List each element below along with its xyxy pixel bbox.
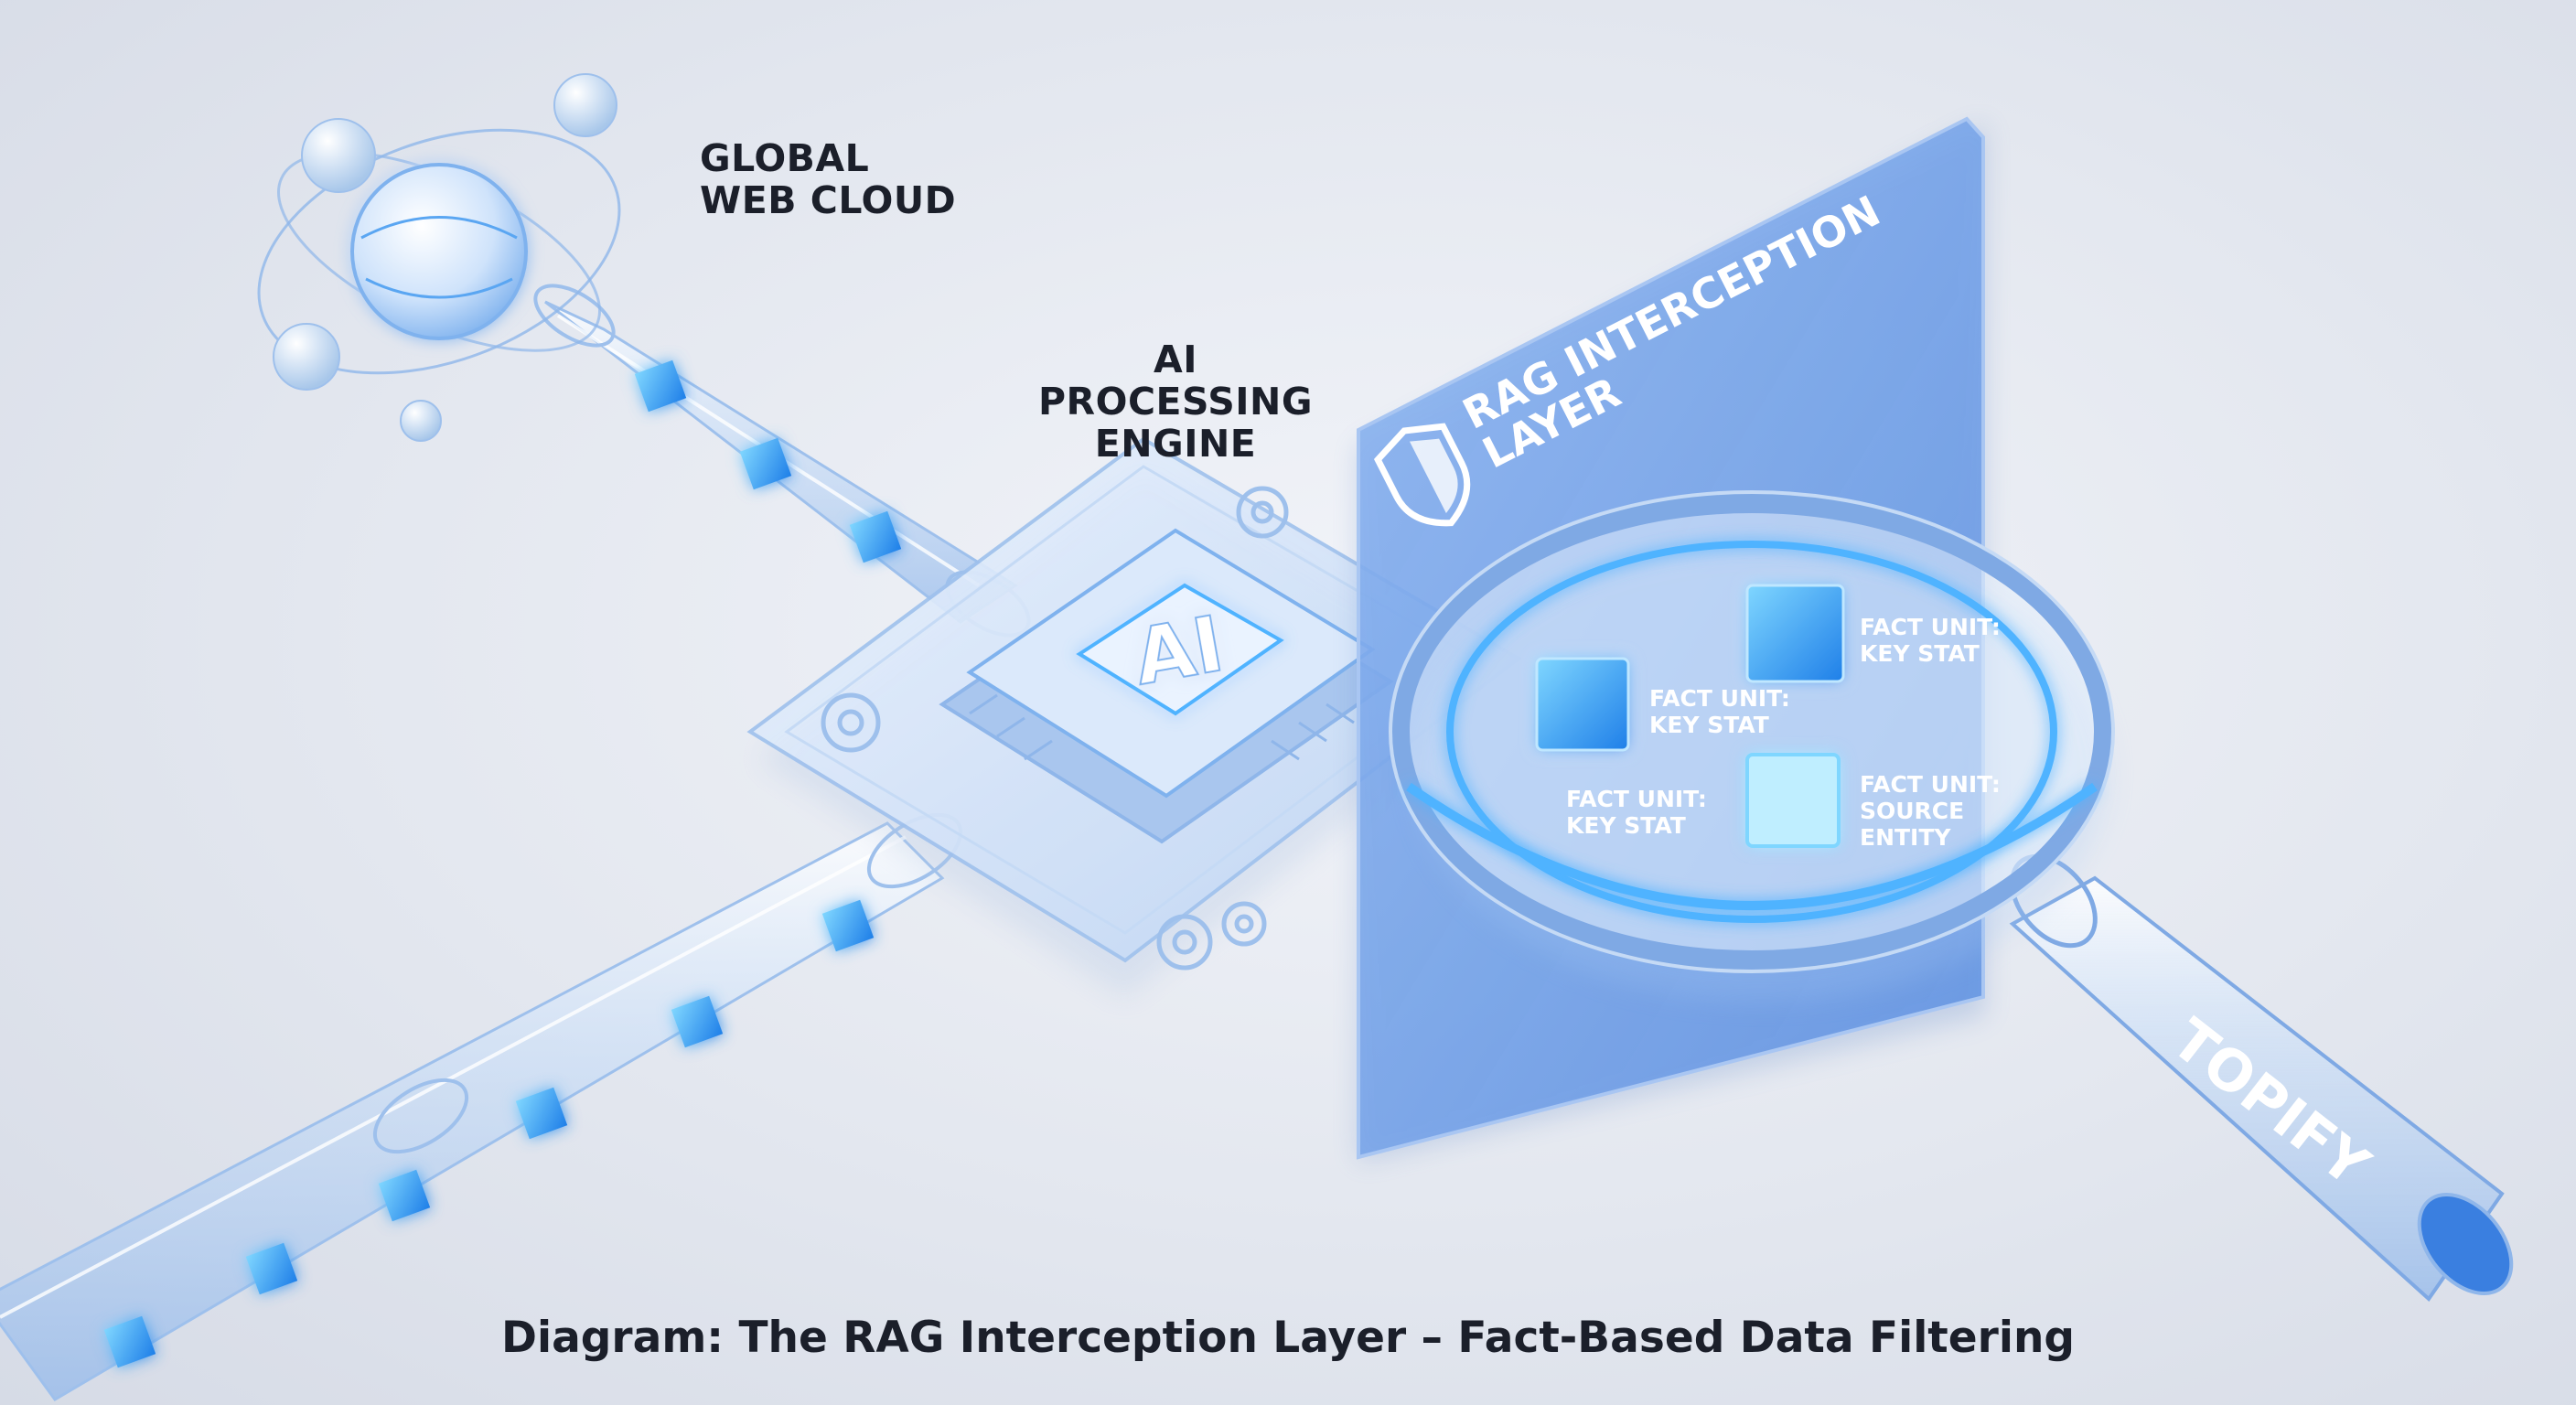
gear-icon xyxy=(1221,901,1267,947)
data-cube-icon xyxy=(1745,584,1845,683)
bubble-icon xyxy=(301,118,376,193)
fact-label-3-line1: FACT UNIT: xyxy=(1566,786,1707,812)
global-web-cloud-label-line1: GLOBAL xyxy=(700,136,870,180)
fact-cube-1 xyxy=(1535,657,1630,752)
tube-lower xyxy=(0,812,963,1401)
chip-label: AI xyxy=(1128,599,1230,702)
data-cube-icon xyxy=(378,1169,431,1222)
shield-icon xyxy=(1373,423,1471,527)
global-web-cloud-label: GLOBAL WEB CLOUD xyxy=(700,137,956,221)
fact-label-4-line2: SOURCE xyxy=(1860,798,1964,824)
fact-label-1-line1: FACT UNIT: xyxy=(1649,685,1790,712)
magnifier-icon: TOPIFY FACT UNIT: KEY STAT FACT UNIT: KE… xyxy=(1389,490,2514,1303)
fact-label-1-line2: KEY STAT xyxy=(1649,712,1769,738)
data-cube-icon xyxy=(739,437,792,490)
data-cubes-upper xyxy=(634,359,902,563)
data-cube-icon xyxy=(1535,657,1630,752)
bubble-icon xyxy=(273,323,340,391)
fact-label-4: FACT UNIT: SOURCE ENTITY xyxy=(1860,771,2009,851)
globe-icon xyxy=(257,73,621,442)
bubble-icon xyxy=(400,400,442,442)
fact-cube-2 xyxy=(1745,584,1845,683)
fact-cube-3 xyxy=(1745,753,1841,848)
gear-icon xyxy=(821,692,881,753)
fact-label-4-line1: FACT UNIT: xyxy=(1860,771,2001,798)
data-cube-icon xyxy=(245,1242,298,1295)
fact-label-2: FACT UNIT: KEY STAT xyxy=(1860,614,2009,667)
data-cube-icon xyxy=(849,510,902,563)
data-cube-icon xyxy=(1745,753,1841,848)
global-web-cloud-label-line2: WEB CLOUD xyxy=(700,178,957,222)
fact-label-2-line1: FACT UNIT: xyxy=(1860,614,2001,640)
gear-icon xyxy=(1156,914,1213,971)
fact-label-2-line2: KEY STAT xyxy=(1860,640,1980,667)
bubble-icon xyxy=(553,73,617,137)
data-cube-icon xyxy=(671,995,724,1048)
fact-label-4-line3: ENTITY xyxy=(1860,824,1951,851)
fact-label-1: FACT UNIT: KEY STAT xyxy=(1649,685,1798,738)
chip-icon: AI xyxy=(939,528,1394,844)
data-cube-icon xyxy=(821,899,875,952)
fact-label-3-line2: KEY STAT xyxy=(1566,812,1686,839)
data-cube-icon xyxy=(103,1315,156,1368)
data-cube-icon xyxy=(634,359,687,413)
ai-processing-engine-label-line2: ENGINE xyxy=(1094,422,1257,466)
fact-label-3: FACT UNIT: KEY STAT xyxy=(1566,786,1715,839)
ai-processing-engine-label: AI PROCESSING ENGINE xyxy=(1025,338,1326,465)
data-cubes-lower xyxy=(103,899,875,1368)
data-cube-icon xyxy=(515,1087,568,1140)
gear-icon xyxy=(1236,486,1289,539)
ai-processing-engine-label-line1: AI PROCESSING xyxy=(1037,338,1313,424)
diagram-caption: Diagram: The RAG Interception Layer – Fa… xyxy=(500,1313,2076,1363)
